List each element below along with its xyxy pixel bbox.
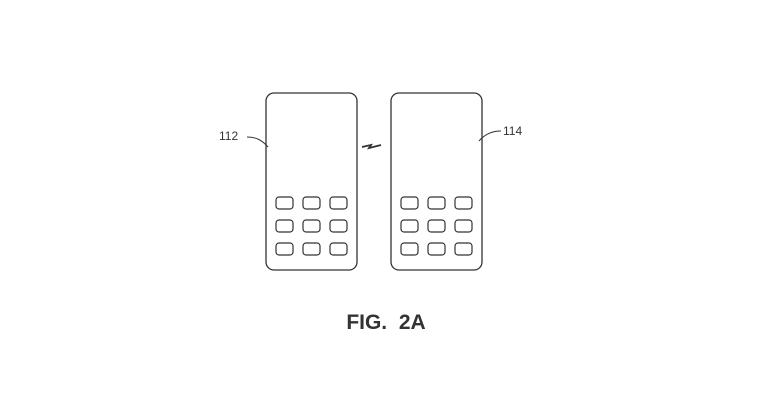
keypad-key: [400, 219, 419, 233]
keypad-key: [454, 242, 473, 256]
device-114-keypad: [400, 196, 473, 256]
device-112-leader-line: [246, 136, 269, 148]
keypad-key: [427, 196, 446, 210]
keypad-key: [302, 196, 321, 210]
device-114: 114: [390, 92, 522, 271]
keypad-key: [329, 242, 348, 256]
device-112: 112: [219, 92, 358, 271]
device-112-body: [265, 92, 358, 271]
device-114-body: [390, 92, 483, 271]
keypad-key: [275, 196, 294, 210]
keypad-key: [302, 242, 321, 256]
keypad-key: [400, 242, 419, 256]
keypad-key: [302, 219, 321, 233]
keypad-key: [427, 242, 446, 256]
device-112-keypad: [275, 196, 348, 256]
keypad-key: [427, 219, 446, 233]
keypad-key: [454, 196, 473, 210]
figure-caption: FIG. 2A: [346, 311, 425, 334]
keypad-key: [275, 242, 294, 256]
keypad-key: [275, 219, 294, 233]
device-114-leader-line: [478, 130, 502, 142]
keypad-key: [400, 196, 419, 210]
keypad-key: [329, 219, 348, 233]
wireless-link-icon: [361, 143, 382, 150]
device-114-ref-label: 114: [503, 124, 522, 138]
keypad-key: [329, 196, 348, 210]
keypad-key: [454, 219, 473, 233]
device-112-ref-label: 112: [219, 129, 238, 143]
